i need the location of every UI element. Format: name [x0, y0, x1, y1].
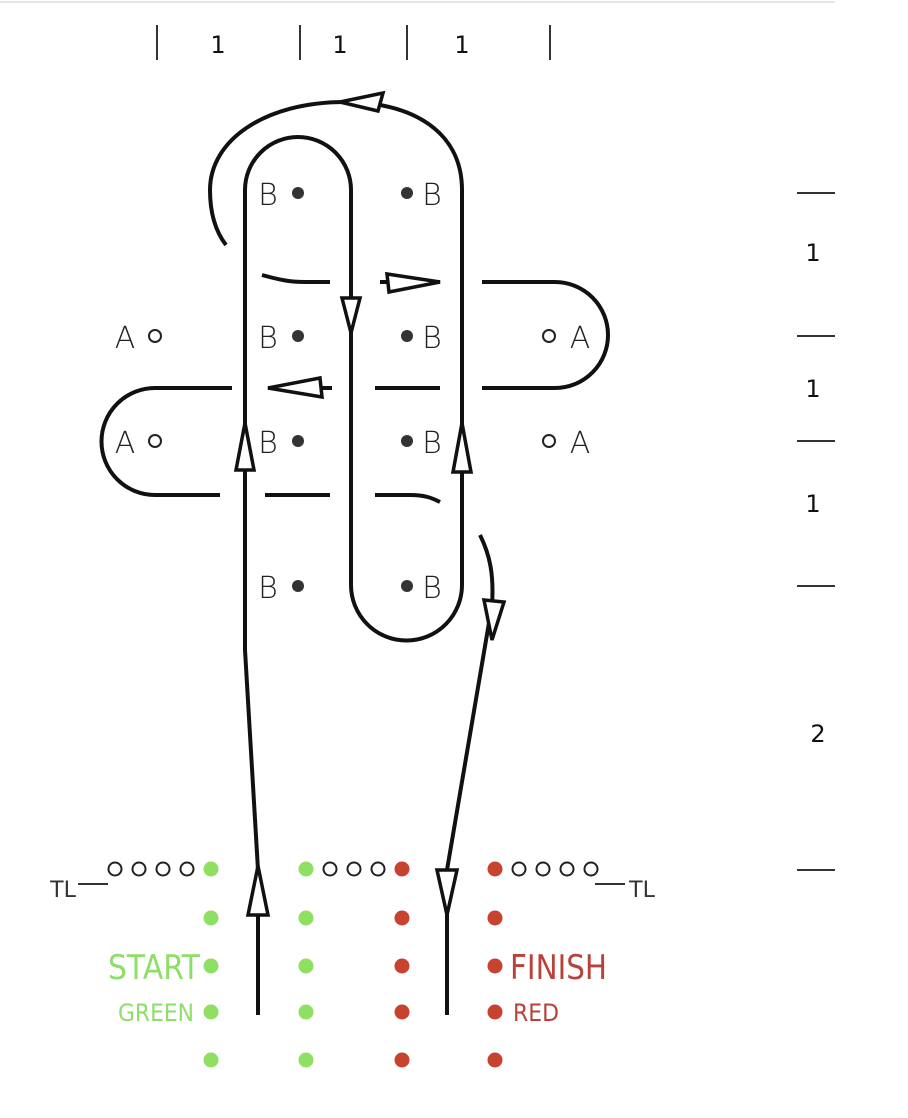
start-cone-green — [203, 861, 219, 877]
finish-cone-red — [394, 958, 410, 974]
dimension-label: 1 — [454, 31, 469, 59]
timing-line: TL TL — [49, 861, 656, 903]
finish-cone-red — [487, 861, 503, 877]
path-segment — [261, 273, 330, 284]
arrow-up-icon — [450, 422, 474, 474]
cone-a — [148, 329, 162, 343]
cone-label-b: B — [422, 321, 442, 356]
arrow-down-icon — [339, 296, 363, 334]
path-segment — [375, 493, 441, 504]
finish-cone-red — [487, 910, 503, 926]
cone-timing — [131, 861, 147, 877]
cone-label-b: B — [258, 571, 278, 606]
finish-cone-red — [487, 1004, 503, 1020]
cone-timing — [179, 861, 195, 877]
cone-b — [292, 435, 304, 447]
left-loop — [99, 386, 232, 497]
finish-cone-red — [394, 1004, 410, 1020]
cone-b — [401, 187, 413, 199]
dimension-label: 1 — [210, 31, 225, 59]
arrow-up-icon — [233, 422, 257, 472]
arrow-down-icon — [434, 868, 460, 916]
arrow-left-icon — [267, 375, 324, 400]
cone-timing — [583, 861, 599, 877]
start-cone-green — [203, 958, 219, 974]
cone-b — [401, 330, 413, 342]
start-cone-green — [298, 1052, 314, 1068]
driving-path — [99, 99, 610, 1015]
cone-timing — [370, 861, 386, 877]
dimension-label: 2 — [810, 720, 825, 748]
cone-label-b: B — [258, 426, 278, 461]
cone-label-a: A — [115, 426, 136, 461]
finish-label: FINISH — [510, 948, 607, 988]
cone-b — [292, 580, 304, 592]
cone-label-b: B — [422, 178, 442, 213]
timing-line-label: TL — [49, 878, 76, 903]
cone-label-b: B — [258, 178, 278, 213]
cone-timing — [322, 861, 338, 877]
main-path — [207, 99, 464, 1015]
cone-b — [401, 580, 413, 592]
start-cone-green — [298, 861, 314, 877]
side-dimension-scale: 1 1 1 2 — [797, 192, 835, 871]
start-cone-green — [298, 1004, 314, 1020]
dimension-label: 1 — [332, 31, 347, 59]
start-label: START — [108, 948, 200, 988]
finish-cone-red — [487, 958, 503, 974]
dimension-label: 1 — [805, 375, 820, 403]
cone-label-a: A — [570, 426, 591, 461]
top-dimension-scale: 1 1 1 — [156, 25, 551, 60]
cone-b — [401, 435, 413, 447]
dimension-label: 1 — [805, 239, 820, 267]
cone-label-a: A — [115, 321, 136, 356]
finish-cone-red — [394, 910, 410, 926]
start-color-label: GREEN — [118, 999, 194, 1027]
start-cone-green — [203, 910, 219, 926]
direction-arrows — [233, 90, 507, 917]
cone-timing — [107, 861, 123, 877]
cone-a — [148, 434, 162, 448]
cone-timing — [535, 861, 551, 877]
cone-label-a: A — [570, 321, 591, 356]
start-finish-cones — [203, 861, 503, 1068]
cone-timing — [155, 861, 171, 877]
cone-a — [542, 329, 556, 343]
cone-timing — [559, 861, 575, 877]
start-cone-green — [298, 910, 314, 926]
finish-cone-red — [394, 1052, 410, 1068]
finish-cone-red — [487, 1052, 503, 1068]
arrow-right-icon — [385, 271, 441, 295]
right-loop — [482, 280, 610, 390]
start-cone-green — [298, 958, 314, 974]
a-cones: A A A A — [115, 321, 591, 461]
start-cone-green — [203, 1004, 219, 1020]
finish-color-label: RED — [513, 999, 559, 1027]
dimension-label: 1 — [805, 490, 820, 518]
cone-b — [292, 187, 304, 199]
arrow-down-icon — [481, 598, 507, 641]
cone-timing — [511, 861, 527, 877]
start-cone-green — [203, 1052, 219, 1068]
cone-label-b: B — [422, 426, 442, 461]
finish-cone-red — [394, 861, 410, 877]
cone-b — [292, 330, 304, 342]
cone-a — [542, 434, 556, 448]
b-cones: B B B B B B B B — [258, 178, 442, 606]
cone-label-b: B — [258, 321, 278, 356]
arrow-up-icon — [245, 865, 271, 917]
cone-timing — [346, 861, 362, 877]
timing-line-label: TL — [628, 878, 655, 903]
arrow-left-icon — [339, 90, 386, 114]
cone-label-b: B — [422, 571, 442, 606]
